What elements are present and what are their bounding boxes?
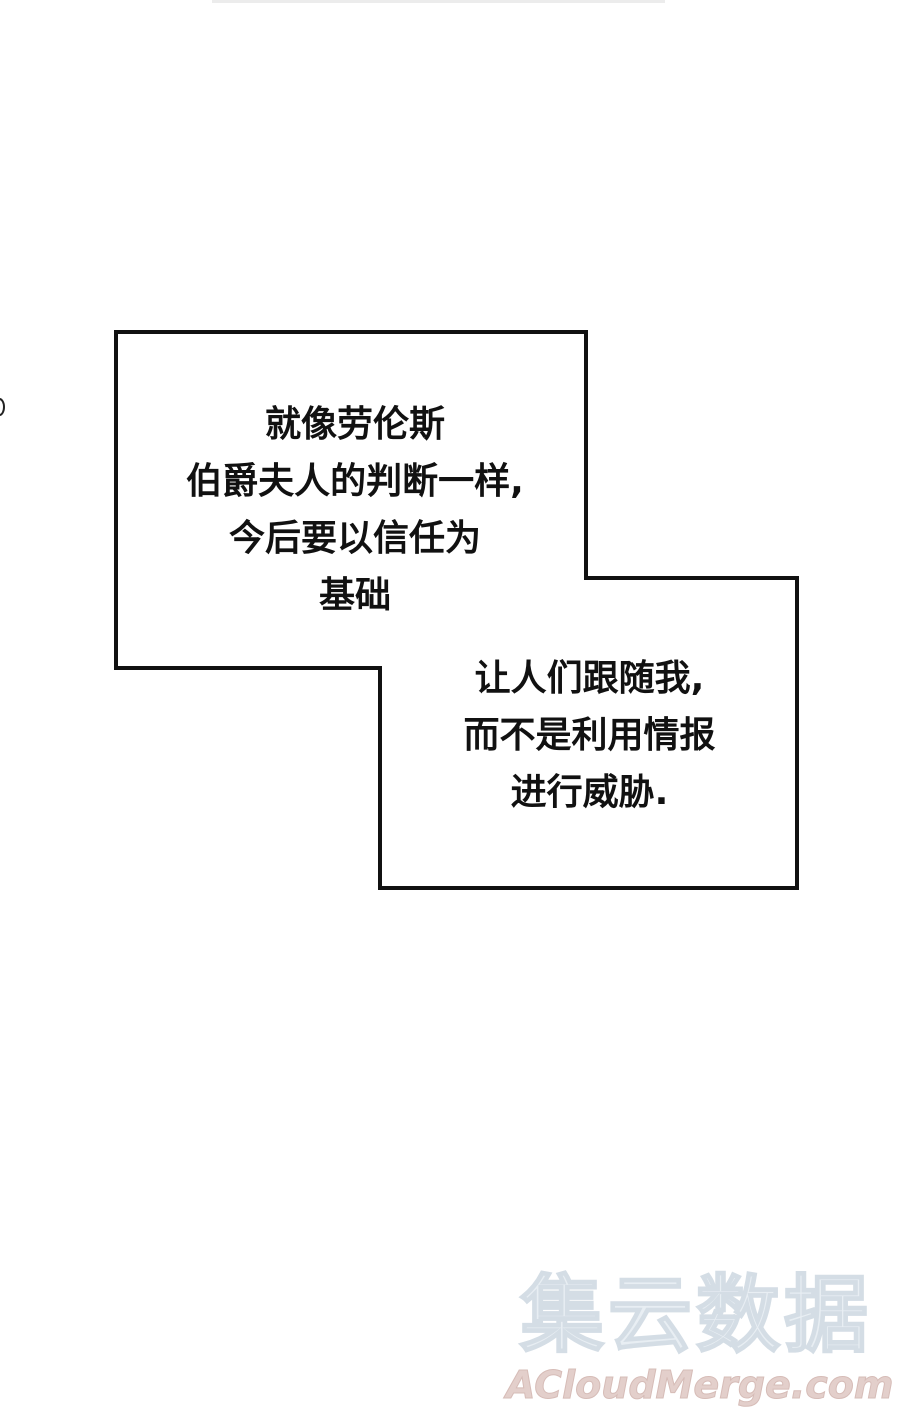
speech-line: 而不是利用情报 xyxy=(463,715,716,756)
watermark-logo: 集云数据 ACloudMerge.com xyxy=(506,1266,894,1408)
watermark-chinese-text: 集云数据 xyxy=(519,1266,872,1364)
speech-line: 进行威胁. xyxy=(510,772,669,813)
top-edge-strip xyxy=(212,0,665,3)
speech-box-border xyxy=(114,330,799,890)
speech-line: 今后要以信任为 xyxy=(228,518,481,559)
speech-line: 让人们跟随我, xyxy=(474,658,705,699)
speech-line: 就像劳伦斯 xyxy=(264,404,445,445)
watermark-site-text: ACloudMerge.com xyxy=(506,1363,894,1408)
speech-line: 伯爵夫人的判断一样, xyxy=(186,461,524,502)
speech-text-lower: 让人们跟随我, 而不是利用情报 进行威胁. xyxy=(412,650,767,821)
speech-line: 基础 xyxy=(318,575,391,616)
speech-text-upper: 就像劳伦斯 伯爵夫人的判断一样, 今后要以信任为 基础 xyxy=(140,396,570,624)
